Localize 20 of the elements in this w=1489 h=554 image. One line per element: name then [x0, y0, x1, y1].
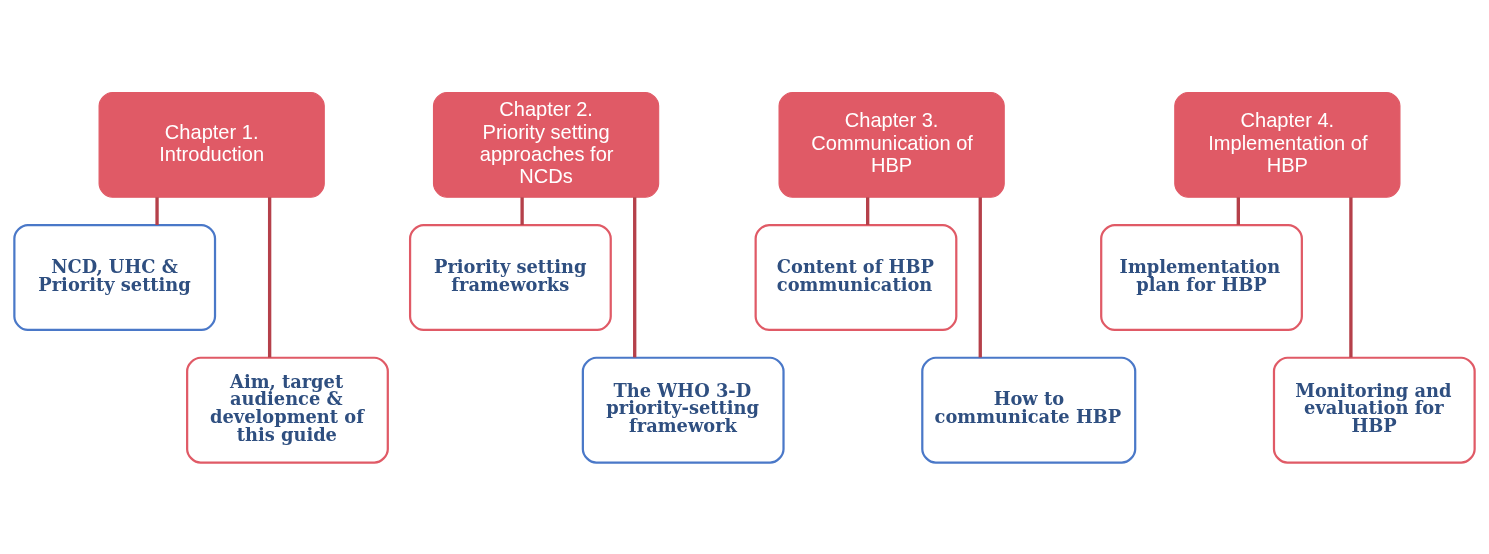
node-box: Chapter 4. Implementation of HBP [1174, 91, 1401, 198]
node-box: Aim, target audience & development of this guide [186, 356, 389, 464]
node-box: How to communicate HBP [921, 356, 1137, 464]
connector [978, 196, 982, 357]
connector [1236, 196, 1240, 225]
connector [155, 196, 159, 225]
connector [1349, 196, 1353, 357]
node-box: Chapter 1. Introduction [98, 91, 325, 198]
connector [633, 196, 637, 357]
node-box: Implementation plan for HBP [1100, 223, 1303, 331]
node-box: Chapter 3. Communication of HBP [778, 91, 1005, 198]
node-box: Monitoring and evaluation for HBP [1272, 356, 1476, 464]
connector [520, 196, 524, 225]
connector [866, 196, 870, 225]
node-box: Priority setting frameworks [408, 223, 612, 331]
node-box: NCD, UHC & Priority setting [13, 223, 217, 331]
node-box: Content of HBP communication [754, 223, 958, 331]
node-box: The WHO 3-D priority-setting framework [581, 356, 785, 464]
connector [267, 196, 272, 357]
node-box: Chapter 2. Priority setting approaches for NCDs [432, 91, 660, 198]
